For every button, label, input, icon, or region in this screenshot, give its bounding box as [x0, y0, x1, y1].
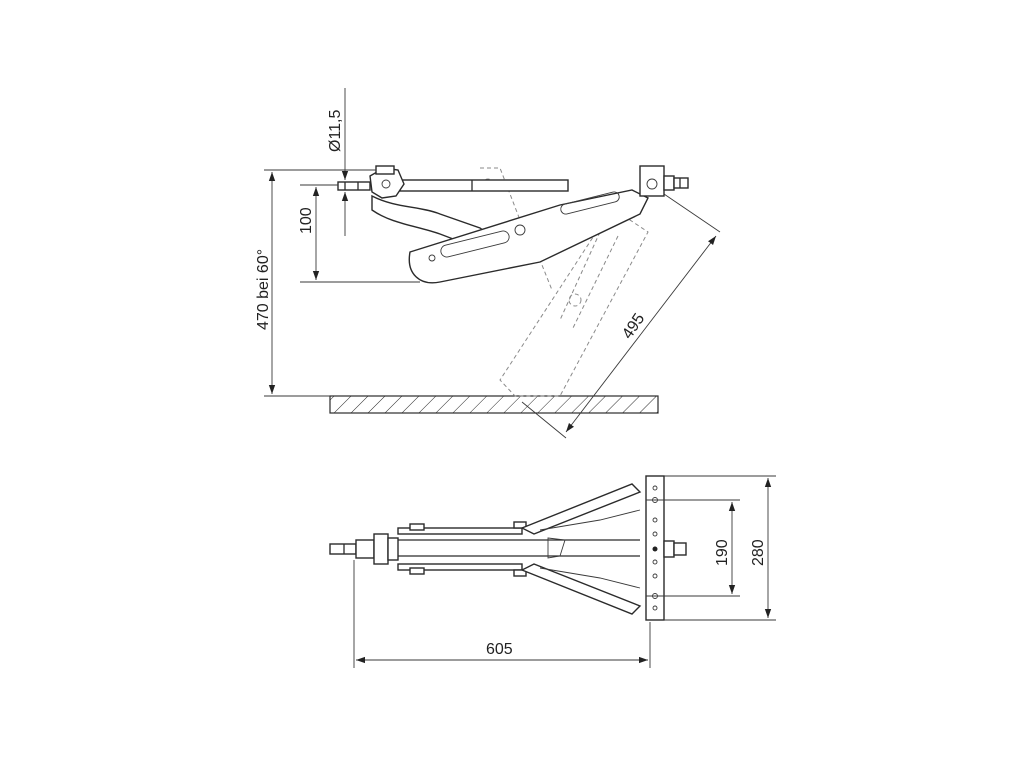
- v-frame: [520, 483, 642, 615]
- lift-label: 100: [298, 207, 315, 234]
- hole-spacing-label: 190: [714, 539, 731, 566]
- total-length-label: 605: [486, 641, 513, 658]
- diameter-label: Ø11,5: [327, 110, 344, 153]
- dim-total-length: 605: [353, 560, 651, 668]
- ground-hatch: [329, 395, 659, 414]
- dim-hole-spacing: 190: [660, 499, 740, 597]
- head-block: [639, 165, 689, 197]
- dim-height: 470 bei 60°: [255, 169, 376, 397]
- base-plate: [645, 475, 687, 621]
- side-view: Ø11,5 100 470 bei 60° 495: [255, 88, 721, 439]
- arm-label: 495: [619, 311, 648, 343]
- height-label: 470 bei 60°: [255, 249, 272, 330]
- dim-base-width: 280: [664, 475, 776, 621]
- top-view: 605 190 280: [329, 475, 776, 668]
- dim-lift: 100: [298, 184, 420, 283]
- dim-diameter: Ø11,5: [327, 88, 349, 236]
- crank-coupling: [369, 165, 405, 199]
- top-spindle: [329, 533, 399, 565]
- base-width-label: 280: [750, 539, 767, 566]
- top-rails: [397, 521, 640, 577]
